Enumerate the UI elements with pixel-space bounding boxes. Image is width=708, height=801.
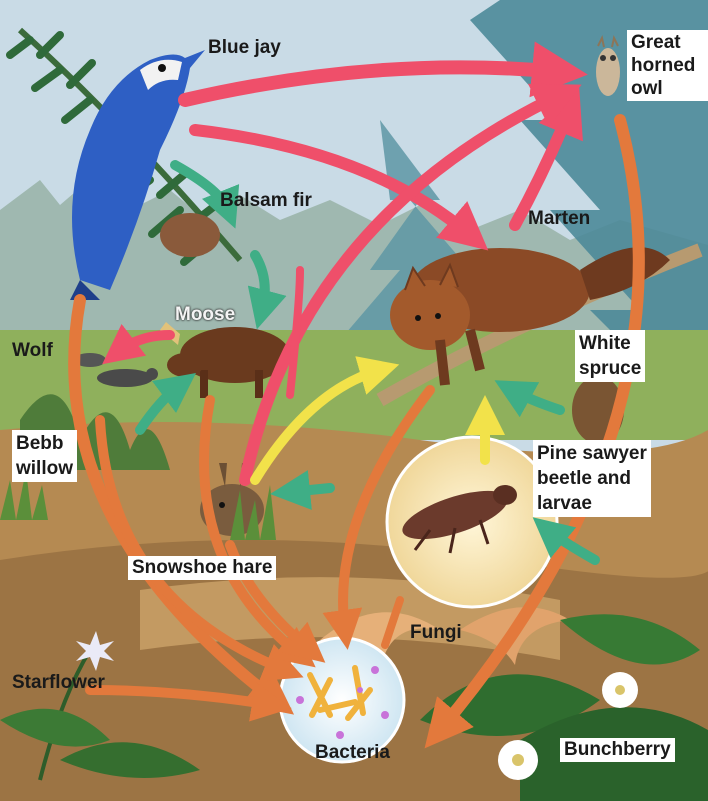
bunchberry-flower-2 xyxy=(498,740,538,780)
label-great-horned-owl: Great horned owl xyxy=(627,30,708,101)
label-owl-line-1: Great xyxy=(631,31,708,54)
label-willow-line-1: Bebb xyxy=(16,431,73,456)
label-fungi: Fungi xyxy=(410,622,462,644)
label-blue-jay: Blue jay xyxy=(208,37,281,59)
label-bacteria: Bacteria xyxy=(315,742,390,764)
arrow-grass-to-hare xyxy=(290,488,330,492)
label-balsam-fir: Balsam fir xyxy=(220,190,312,212)
label-willow-line-2: willow xyxy=(16,456,73,481)
label-spruce-line-2: spruce xyxy=(579,356,641,381)
label-snowshoe-hare: Snowshoe hare xyxy=(128,556,276,580)
label-owl-line-3: owl xyxy=(631,77,708,100)
label-starflower: Starflower xyxy=(12,672,105,694)
label-moose: Moose xyxy=(175,304,235,326)
label-beetle-line-2: beetle and xyxy=(537,466,647,491)
label-owl-line-2: horned xyxy=(631,54,708,77)
fir-cone xyxy=(160,213,220,257)
label-wolf: Wolf xyxy=(12,340,53,362)
label-pine-sawyer: Pine sawyer beetle and larvae xyxy=(533,440,651,517)
label-bunchberry: Bunchberry xyxy=(560,738,675,762)
beetle-inset xyxy=(387,437,557,607)
label-white-spruce: White spruce xyxy=(575,330,645,382)
label-beetle-line-1: Pine sawyer xyxy=(537,441,647,466)
label-spruce-line-1: White xyxy=(579,331,641,356)
label-marten: Marten xyxy=(528,208,590,230)
bunchberry-flower-1 xyxy=(602,672,638,708)
label-beetle-line-3: larvae xyxy=(537,491,647,516)
label-bebb-willow: Bebb willow xyxy=(12,430,77,482)
